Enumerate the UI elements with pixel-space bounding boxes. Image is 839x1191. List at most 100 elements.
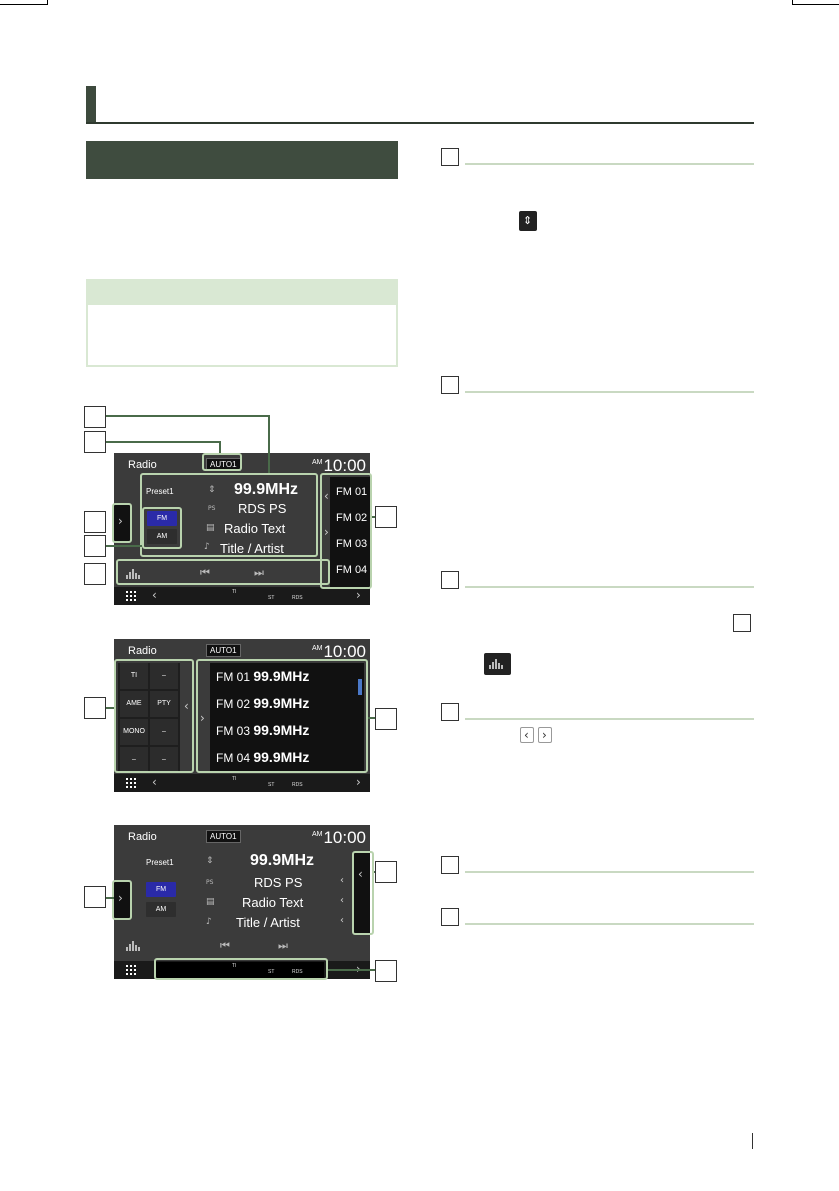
preset-list-toggle[interactable]: ‹ (354, 853, 370, 933)
preset-item[interactable]: FM 01 99.9MHz (210, 663, 364, 689)
chevron-right-icon[interactable]: › (356, 775, 361, 789)
menu-grid-icon[interactable] (126, 778, 136, 788)
function-bar: ‹ TI ST RDS › (114, 774, 370, 792)
function-button[interactable]: – (150, 663, 178, 689)
up-down-icon[interactable]: ⇕ (208, 485, 216, 495)
callout-box (375, 506, 397, 528)
ti-indicator: TI (232, 963, 237, 969)
preset-list-panel: FM 01 99.9MHz FM 02 99.9MHz FM 03 99.9MH… (210, 663, 364, 773)
chevron-left-icon[interactable]: ‹ (340, 895, 344, 906)
chevron-left-icon[interactable]: ‹ (184, 699, 189, 713)
multi-function-button[interactable]: › (114, 505, 130, 541)
multi-function-button[interactable]: › (114, 882, 130, 918)
leader-line (268, 415, 270, 473)
auto-mode-badge[interactable]: AUTO1 (206, 830, 241, 843)
equalizer-icon (484, 653, 511, 675)
inline-item-number-box (733, 614, 751, 632)
function-button[interactable]: – (150, 719, 178, 745)
pty-button[interactable]: PTY (150, 691, 178, 717)
page-title-bar (86, 86, 754, 124)
highlight-control (116, 559, 330, 585)
rds-indicator: RDS (292, 969, 303, 975)
callout-box (84, 563, 106, 585)
section-heading-bar (86, 141, 398, 179)
am-band-button[interactable]: AM (146, 902, 176, 917)
function-button[interactable]: – (120, 747, 148, 773)
chevron-right-icon[interactable]: › (356, 588, 361, 602)
preset-item[interactable]: FM 04 99.9MHz (210, 744, 364, 770)
clock: AM10:00 (312, 456, 366, 476)
up-down-icon[interactable]: ⇕ (206, 856, 214, 866)
function-panel: TI – AME PTY MONO – – – (118, 663, 180, 773)
page-title-marker (86, 86, 96, 122)
fm-band-button[interactable]: FM (147, 511, 177, 526)
highlight-info-strip (154, 958, 328, 980)
item-number-box (441, 571, 459, 589)
preset-item[interactable]: FM 02 99.9MHz (210, 690, 364, 716)
item-number-box (441, 856, 459, 874)
chevron-left-icon[interactable]: ‹ (340, 915, 344, 926)
preset-item[interactable]: FM 04 (336, 564, 368, 576)
screen-title: Radio (128, 459, 157, 471)
up-down-icon: ⇕ (519, 211, 537, 231)
item-number-box (441, 376, 459, 394)
scrollbar[interactable] (358, 679, 362, 695)
item-rule (465, 871, 754, 873)
radio-text: Radio Text (224, 521, 286, 536)
preset-item[interactable]: FM 03 (336, 538, 368, 550)
radio-screen-simple: Radio AUTO1 AM10:00 Preset1 ⇕ 99.9MHz PS… (114, 825, 370, 979)
item-rule (465, 391, 754, 393)
chevron-left-icon[interactable]: ‹ (324, 489, 329, 503)
highlight-preset-list (196, 659, 368, 773)
item-heading-5 (441, 856, 754, 878)
title-artist-text: Title / Artist (236, 915, 300, 930)
seek-forward-icon[interactable]: ⏭ (254, 566, 264, 579)
crop-mark (0, 4, 48, 5)
radio-text-icon: ▤ (206, 897, 215, 907)
ame-button[interactable]: AME (120, 691, 148, 717)
ti-button[interactable]: TI (120, 663, 148, 689)
equalizer-icon[interactable] (126, 569, 142, 579)
crop-mark (792, 4, 839, 5)
clock-time: 10:00 (323, 828, 366, 847)
item-number-box (441, 148, 459, 166)
preset-item[interactable]: FM 02 (336, 512, 368, 524)
chevron-right-icon[interactable]: › (200, 711, 205, 725)
preset-item[interactable]: FM 03 99.9MHz (210, 717, 364, 743)
auto-mode-badge[interactable]: AUTO1 (206, 644, 241, 657)
function-button[interactable]: – (150, 747, 178, 773)
menu-grid-icon[interactable] (126, 965, 136, 975)
ti-indicator: TI (232, 776, 237, 782)
status-bar: Radio AUTO1 AM10:00 (114, 639, 370, 663)
item-rule (465, 586, 754, 588)
frequency-display: 99.9MHz (234, 481, 299, 498)
am-band-button[interactable]: AM (147, 529, 177, 544)
item-rule (465, 923, 754, 925)
seek-back-icon[interactable]: ⏮ (200, 566, 210, 579)
rds-indicator: RDS (292, 782, 303, 788)
chevron-right-icon[interactable]: › (324, 525, 329, 539)
preset-item[interactable]: FM 01 (336, 486, 368, 498)
music-note-icon: ♪ (204, 542, 210, 552)
mono-button[interactable]: MONO (120, 719, 148, 745)
chevron-left-icon[interactable]: ‹ (340, 875, 344, 886)
highlight-multi (112, 503, 132, 543)
clock-time: 10:00 (323, 456, 366, 475)
rds-indicator: RDS (292, 595, 303, 601)
seek-back-icon[interactable]: ⏮ (220, 939, 230, 952)
music-note-icon: ♪ (206, 917, 212, 927)
menu-grid-icon[interactable] (126, 591, 136, 601)
radio-screen-presets: Radio AUTO1 AM10:00 TI – AME PTY MONO – … (114, 639, 370, 792)
callout-box (375, 960, 397, 982)
leader-line (106, 545, 142, 547)
equalizer-icon[interactable] (126, 941, 142, 951)
chevron-left-icon[interactable]: ‹ (152, 588, 157, 602)
st-indicator: ST (268, 969, 275, 975)
preset-label: FM 01 (216, 670, 251, 684)
info-strip (156, 962, 324, 978)
chevron-right-icon: › (118, 891, 123, 905)
fm-band-button[interactable]: FM (146, 882, 176, 897)
chevron-left-icon[interactable]: ‹ (152, 775, 157, 789)
seek-forward-icon[interactable]: ⏭ (278, 939, 288, 952)
item-heading-3 (441, 571, 754, 593)
